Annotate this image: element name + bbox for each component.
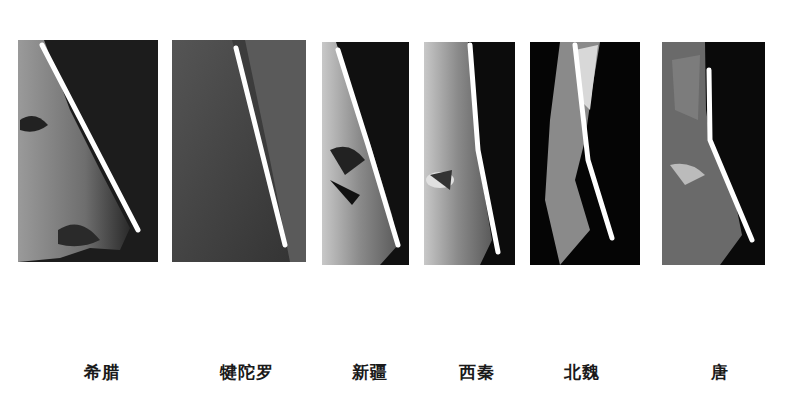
panel-caption: 北魏 (564, 361, 600, 384)
photo-panel (662, 42, 765, 265)
photo-panel (322, 42, 409, 265)
panel-caption: 唐 (711, 361, 729, 384)
panel-caption: 新疆 (352, 361, 388, 384)
panel-caption: 犍陀罗 (220, 361, 274, 384)
photo-panel (530, 42, 640, 265)
panel-caption: 希腊 (84, 361, 120, 384)
photo-panel (18, 40, 158, 262)
photo-panel (424, 42, 515, 265)
photo-panel (172, 40, 306, 262)
profile-line (42, 45, 752, 252)
panel-caption: 西秦 (459, 361, 495, 384)
